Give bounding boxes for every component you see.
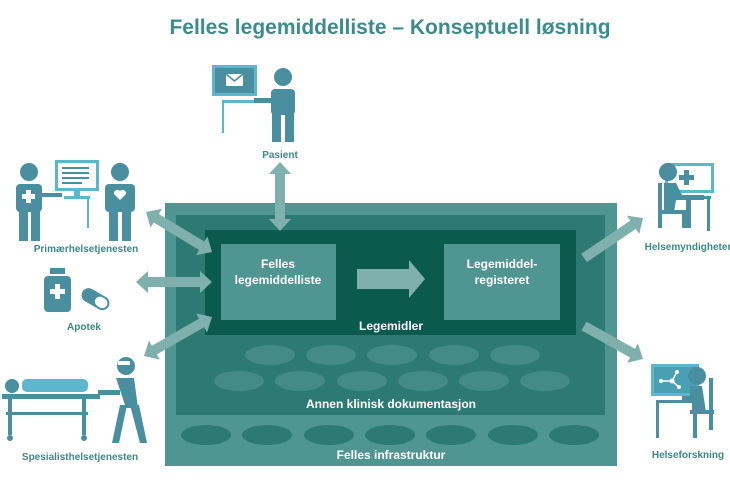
clinical-document-ellipse [520,371,570,391]
infrastructure-ellipse [304,425,354,445]
clinical-document-ellipse [367,345,417,365]
clinical-label: Annen klinisk dokumentasjon [306,397,476,411]
helseforskning-arrow [581,321,643,363]
helsemyndigheter-arrow [581,215,643,263]
primaerhelsetjenesten-icon [16,160,135,241]
spesialisthelsetjenesten-label: Spesialisthelsetjenesten [22,452,138,463]
medicines-label: Legemidler [359,319,423,333]
clinical-document-ellipse [459,371,509,391]
primaerhelsetjenesten-label: Primærhelsetjenesten [34,244,139,255]
apotek-arrow [136,271,212,293]
clinical-document-ellipse [214,371,264,391]
infrastructure-ellipse [549,425,599,445]
clinical-document-ellipse [429,345,479,365]
infrastructure-label: Felles infrastruktur [337,448,446,462]
list-box-line2: legemiddelliste [235,273,322,287]
clinical-document-ellipse [275,371,325,391]
felles-legemiddelliste-box: Felles legemiddelliste [221,244,336,320]
list-box-line1: Felles [261,257,295,271]
clinical-document-ellipse [245,345,295,365]
infrastructure-ellipse [181,425,231,445]
infrastructure-ellipse [365,425,415,445]
list-to-registry-arrow [357,260,425,298]
helseforskning-icon [651,364,714,438]
spesialisthelsetjenesten-arrow [144,313,212,360]
registry-box-line1: Legemiddel- [467,257,538,271]
infrastructure-ellipse [242,425,292,445]
clinical-document-ellipse [306,345,356,365]
infrastructure-ellipse [426,425,476,445]
legemiddelregisteret-box: Legemiddel- registeret [444,244,560,320]
clinical-document-ellipse [337,371,387,391]
primaerhelsetjenesten-arrow [146,208,212,256]
pasient-label: Pasient [262,150,298,161]
clinical-document-ellipse [398,371,448,391]
registry-box-line2: registeret [475,273,530,287]
diagram-title: Felles legemiddelliste – Konseptuell løs… [169,16,610,39]
helsemyndigheter-icon [658,163,714,231]
clinical-document-ellipse [490,345,540,365]
pasient-icon [212,65,295,142]
helseforskning-label: Helseforskning [652,450,724,461]
infrastructure-ellipse [488,425,538,445]
apotek-label: Apotek [67,322,101,333]
apotek-icon [44,268,110,312]
spesialisthelsetjenesten-icon [2,357,147,443]
helsemyndigheter-label: Helsemyndigheter [645,242,730,253]
pasient-arrow [269,162,291,231]
